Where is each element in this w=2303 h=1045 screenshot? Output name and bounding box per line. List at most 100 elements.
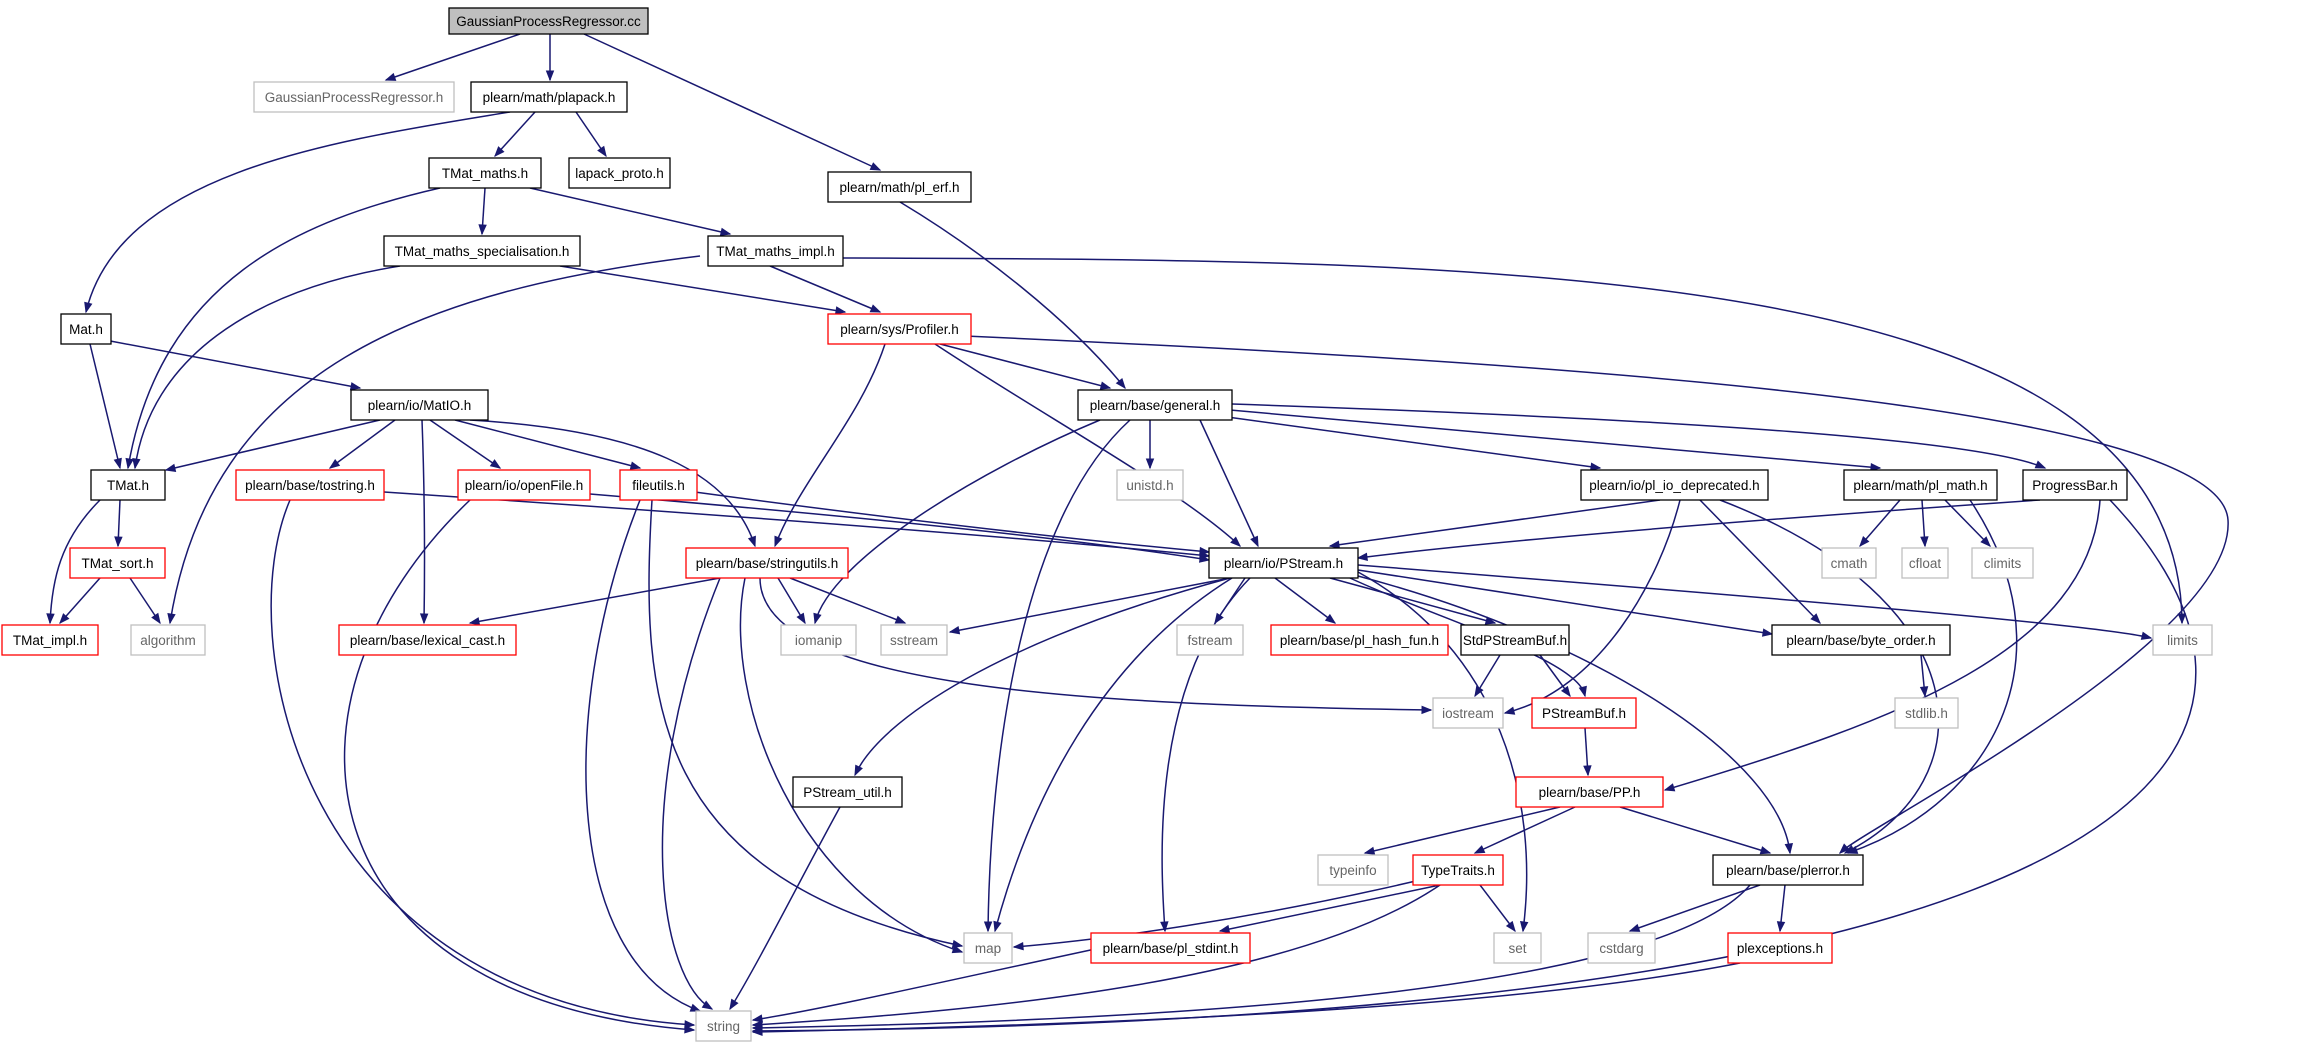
- file-node-plearn-io-openfile-h[interactable]: plearn/io/openFile.h: [457, 469, 591, 501]
- node-box: [130, 624, 206, 656]
- file-node-plearn-base-plerror-h[interactable]: plearn/base/plerror.h: [1712, 854, 1864, 886]
- edge-line: [994, 577, 1233, 932]
- file-node-plearn-base-pl-stdint-h[interactable]: plearn/base/pl_stdint.h: [1090, 932, 1251, 964]
- file-node-tmat-sort-h[interactable]: TMat_sort.h: [69, 547, 166, 579]
- file-node-tmat-maths-h[interactable]: TMat_maths.h: [428, 157, 542, 189]
- node-box: [470, 81, 628, 113]
- edge-arrowhead: [729, 998, 739, 1011]
- file-node-plearn-base-lexical-cast-h[interactable]: plearn/base/lexical_cast.h: [338, 624, 517, 656]
- file-node-unistd-h: unistd.h: [1116, 469, 1184, 501]
- edge-arrowhead: [151, 612, 161, 625]
- edge-line: [939, 343, 1111, 389]
- node-box: [253, 81, 455, 113]
- edge-arrowhead: [834, 306, 847, 315]
- file-node-plearn-base-stringutils-h[interactable]: plearn/base/stringutils.h: [685, 547, 849, 579]
- include-edge-n41-n44: [1619, 806, 1772, 855]
- edge-line: [1474, 806, 1576, 854]
- file-node-cstdarg: cstdarg: [1587, 932, 1656, 964]
- edge-arrowhead: [1115, 377, 1126, 390]
- edge-arrowhead: [1503, 706, 1516, 715]
- edge-line: [964, 335, 2229, 854]
- node-box: [1727, 932, 1833, 964]
- include-edge-n12-n23: [1199, 419, 1259, 548]
- edge-arrowhead: [478, 224, 487, 236]
- edge-arrowhead: [1099, 381, 1112, 390]
- include-edge-n12-n19: [1229, 409, 1882, 472]
- node-box: [1460, 624, 1570, 656]
- file-node-stdpstreambuf-h[interactable]: StdPStreamBuf.h: [1460, 624, 1570, 656]
- node-box: [568, 157, 671, 189]
- include-edge-n12-n45: [983, 419, 1131, 933]
- node-box: [2152, 624, 2213, 656]
- file-node-progressbar-h[interactable]: ProgressBar.h: [2022, 469, 2128, 501]
- file-node-tmat-impl-h[interactable]: TMat_impl.h: [1, 624, 99, 656]
- edge-line: [585, 499, 701, 1012]
- edge-arrowhead: [597, 145, 607, 158]
- node-label: plearn/base/lexical_cast.h: [350, 633, 505, 648]
- node-label: TMat_maths_impl.h: [716, 244, 835, 259]
- file-node-plearn-base-pp-h[interactable]: plearn/base/PP.h: [1515, 776, 1664, 808]
- file-node-plearn-base-pl-hash-fun-h[interactable]: plearn/base/pl_hash_fun.h: [1270, 624, 1449, 656]
- file-node-pstreambuf-h[interactable]: PStreamBuf.h: [1531, 697, 1637, 729]
- node-label: TMat.h: [107, 478, 149, 493]
- edge-line: [529, 187, 731, 235]
- node-label: cstdarg: [1599, 941, 1643, 956]
- include-edge-n18-n23: [1328, 499, 1661, 549]
- edge-arrowhead: [869, 162, 882, 171]
- file-node-mat-h[interactable]: Mat.h: [60, 313, 112, 345]
- node-box: [1580, 469, 1769, 501]
- edge-line: [559, 265, 846, 313]
- file-node-typetraits-h[interactable]: TypeTraits.h: [1412, 854, 1504, 886]
- include-edge-n10-n22: [774, 343, 886, 548]
- edge-arrowhead: [629, 461, 642, 470]
- edge-arrowhead: [46, 613, 55, 625]
- include-edge-n23-n33: [1274, 577, 1337, 624]
- edge-line: [169, 255, 701, 624]
- file-node-tmat-h[interactable]: TMat.h: [90, 469, 166, 501]
- edge-arrowhead: [719, 227, 732, 236]
- file-node-plearn-math-pl-erf-h[interactable]: plearn/math/pl_erf.h: [827, 171, 972, 203]
- file-node-plearn-io-matio-h[interactable]: plearn/io/MatIO.h: [350, 389, 489, 421]
- file-node-pstream-util-h[interactable]: PStream_util.h: [792, 776, 903, 808]
- file-node-plearn-io-pstream-h[interactable]: plearn/io/PStream.h: [1208, 547, 1359, 579]
- file-node-plearn-sys-profiler-h[interactable]: plearn/sys/Profiler.h: [827, 313, 972, 345]
- include-edge-n5-n7: [478, 187, 487, 236]
- edge-line: [1231, 403, 2046, 469]
- file-node-plearn-base-byte-order-h[interactable]: plearn/base/byte_order.h: [1771, 624, 1951, 656]
- include-edge-n10-n23: [934, 343, 1242, 547]
- node-label: algorithm: [140, 633, 196, 648]
- node-box: [1901, 547, 1949, 579]
- edge-line: [1357, 575, 1791, 854]
- edge-arrowhead: [164, 463, 177, 472]
- include-edge-n22-n45: [739, 577, 964, 954]
- file-node-tmat-maths-impl-h[interactable]: TMat_maths_impl.h: [707, 235, 844, 267]
- file-node-tmat-maths-specialisation-h[interactable]: TMat_maths_specialisation.h: [383, 235, 581, 267]
- file-node-gaussianprocessregressor-cc[interactable]: GaussianProcessRegressor.cc: [448, 7, 649, 35]
- node-box: [780, 624, 857, 656]
- include-edge-n43-n46: [1218, 884, 1441, 934]
- edge-line: [1664, 499, 2101, 791]
- file-node-plearn-base-general-h[interactable]: plearn/base/general.h: [1077, 389, 1233, 421]
- include-edge-n3-n6: [575, 111, 607, 158]
- edge-line: [1357, 571, 1528, 932]
- edge-arrowhead: [1421, 705, 1433, 715]
- file-node-plearn-io-pl-io-deprecated-h[interactable]: plearn/io/pl_io_deprecated.h: [1580, 469, 1769, 501]
- file-node-lapack-proto-h[interactable]: lapack_proto.h: [568, 157, 671, 189]
- edge-arrowhead: [1919, 686, 1929, 698]
- node-box: [685, 547, 849, 579]
- edge-arrowhead: [1505, 920, 1516, 933]
- file-node-plearn-math-plapack-h[interactable]: plearn/math/plapack.h: [470, 81, 628, 113]
- node-box: [1208, 547, 1359, 579]
- file-node-plexceptions-h[interactable]: plexceptions.h: [1727, 932, 1833, 964]
- file-node-fileutils-h[interactable]: fileutils.h: [619, 469, 698, 501]
- include-edge-n19-n25: [1920, 499, 1929, 548]
- file-node-iostream: iostream: [1432, 697, 1504, 729]
- file-node-cmath: cmath: [1821, 547, 1877, 579]
- edge-arrowhead: [1560, 685, 1571, 698]
- node-label: ProgressBar.h: [2032, 478, 2118, 493]
- node-label: plearn/math/plapack.h: [483, 90, 616, 105]
- file-node-plearn-math-pl-math-h[interactable]: plearn/math/pl_math.h: [1843, 469, 1998, 501]
- edge-line: [752, 884, 1751, 1029]
- file-node-plearn-base-tostring-h[interactable]: plearn/base/tostring.h: [235, 469, 385, 501]
- edge-arrowhead: [747, 535, 756, 548]
